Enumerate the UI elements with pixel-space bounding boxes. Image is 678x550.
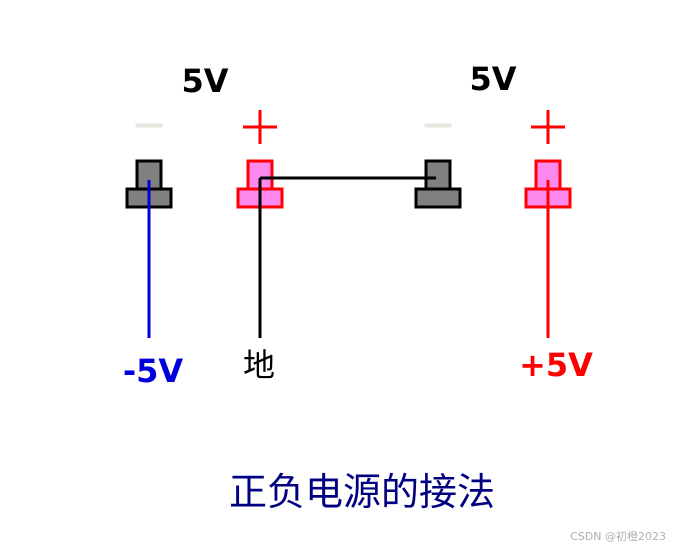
watermark: CSDN @初橙2023 <box>570 529 666 543</box>
diagram-title: 正负电源的接法 <box>229 470 495 514</box>
ground-label: 地 <box>243 346 275 384</box>
source-1-voltage-label: 5V <box>181 62 228 100</box>
source-1-minus-sign: — <box>134 107 164 142</box>
source-2-minus-sign: — <box>423 107 453 142</box>
source-1-plus-terminal <box>236 159 284 209</box>
negative-output-label: -5V <box>123 352 184 390</box>
source-2-minus-terminal <box>414 159 462 209</box>
source-1-plus-icon <box>243 110 277 144</box>
source-2-plus-icon <box>531 110 565 144</box>
positive-output-label: +5V <box>519 346 593 384</box>
source-2-voltage-label: 5V <box>469 60 516 98</box>
